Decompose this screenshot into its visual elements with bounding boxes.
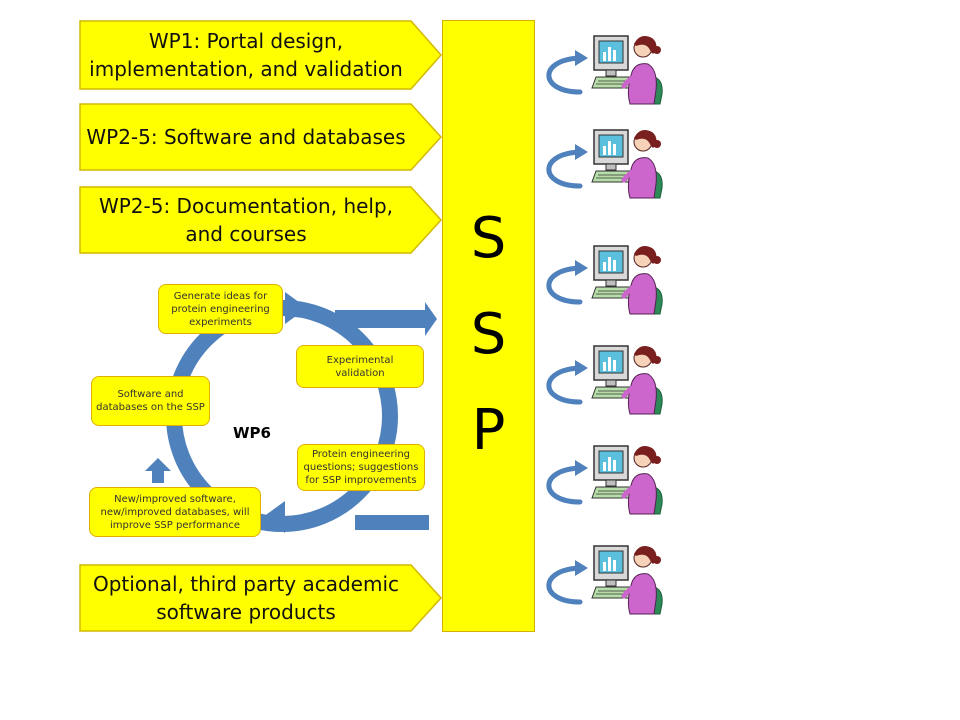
user-at-computer-icon <box>591 35 663 105</box>
cycle-step-generate-ideas: Generate ideas for protein engineering e… <box>158 284 283 334</box>
user-4 <box>540 340 665 416</box>
third-party-label: Optional, third party academic software … <box>92 572 400 624</box>
cycle-arrowhead-bottom <box>263 501 285 533</box>
box-arrow-shape <box>79 564 443 632</box>
cycle-step-software-databases-ssp: Software and databases on the SSP <box>91 376 210 426</box>
user-at-computer-icon <box>591 445 663 515</box>
up-arrow-shaft <box>152 469 164 483</box>
ssp-letter-s2: S <box>470 302 507 367</box>
user-2 <box>540 124 665 200</box>
up-arrow-head <box>145 458 171 471</box>
wp2-5-software-label: WP2-5: Software and databases <box>86 125 406 149</box>
user-at-computer-icon <box>591 129 663 199</box>
out-arrow-head <box>425 302 437 336</box>
wp2-5-software-box: WP2-5: Software and databases <box>79 103 443 171</box>
wp2-5-documentation-label: WP2-5: Documentation, help, and courses <box>98 194 394 246</box>
box-arrow-shape <box>79 20 443 90</box>
box-arrow-shape <box>79 103 443 171</box>
in-arrow-shaft <box>355 515 429 530</box>
third-party-box: Optional, third party academic software … <box>79 564 443 632</box>
cycle-step-new-improved-software: New/improved software, new/improved data… <box>89 487 261 537</box>
return-arrow-icon <box>546 50 588 95</box>
return-arrow-icon <box>546 260 588 305</box>
return-arrow-icon <box>546 460 588 505</box>
user-at-computer-icon <box>591 245 663 315</box>
ssp-bar: S S P <box>442 20 535 632</box>
return-arrow-icon <box>546 560 588 605</box>
wp1-label: WP1: Portal design, implementation, and … <box>89 29 403 81</box>
out-arrow-shaft <box>335 310 427 328</box>
ssp-letter-p: P <box>471 398 506 463</box>
return-arrow-icon <box>546 144 588 189</box>
wp6-label: WP6 <box>233 424 271 442</box>
user-at-computer-icon <box>591 345 663 415</box>
wp2-5-documentation-box: WP2-5: Documentation, help, and courses <box>79 186 443 254</box>
cycle-arrowhead-top <box>285 292 307 324</box>
user-5 <box>540 440 665 516</box>
user-6 <box>540 540 665 616</box>
user-1 <box>540 30 665 106</box>
user-at-computer-icon <box>591 545 663 615</box>
wp1-box: WP1: Portal design, implementation, and … <box>79 20 443 90</box>
user-3 <box>540 240 665 316</box>
return-arrow-icon <box>546 360 588 405</box>
cycle-step-experimental-validation: Experimental validation <box>296 345 424 388</box>
ssp-letter-s1: S <box>470 206 507 271</box>
box-arrow-shape <box>79 186 443 254</box>
cycle-step-protein-engineering-questions: Protein engineering questions; suggestio… <box>297 444 425 491</box>
